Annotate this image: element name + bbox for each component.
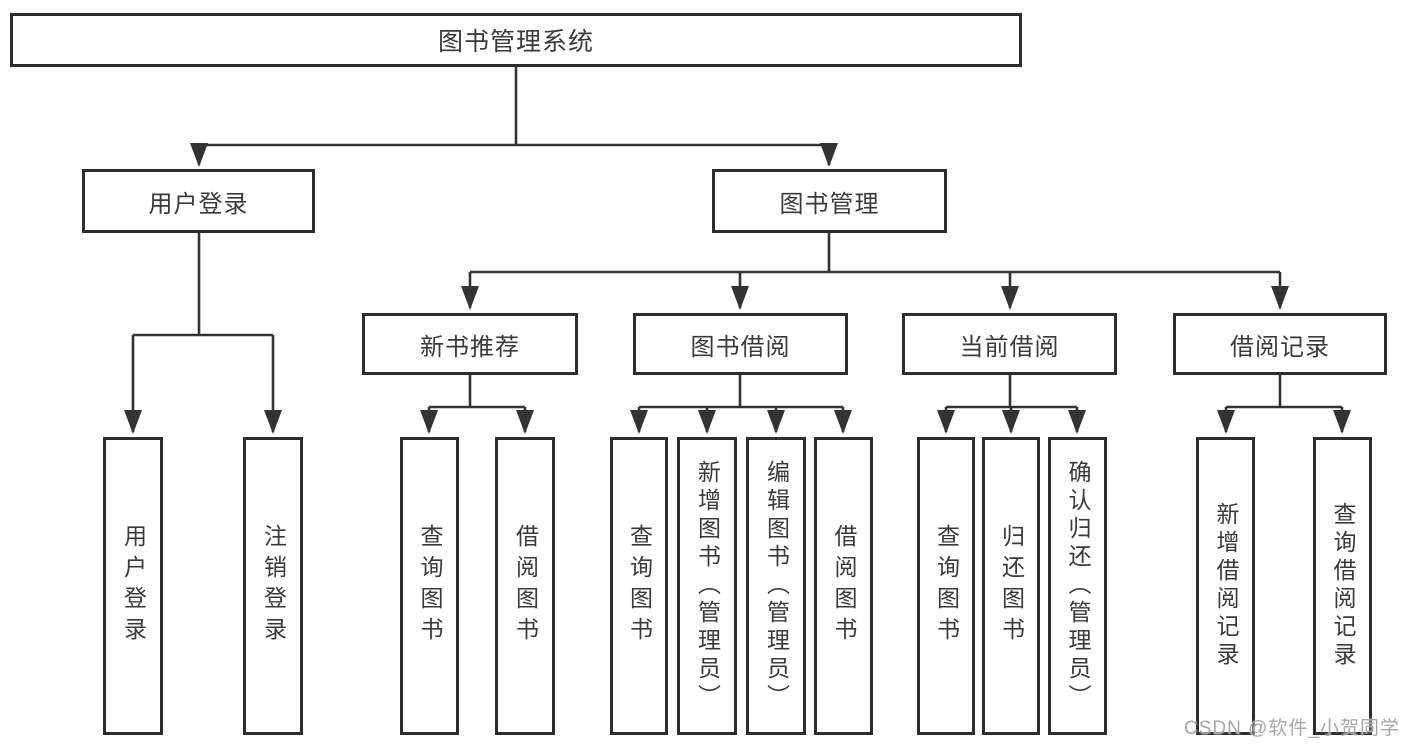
node-label: 新增借阅记录	[1213, 502, 1239, 670]
node-label: 借阅图书	[512, 524, 539, 648]
leaf-query-books-recommend: 查询图书	[400, 437, 459, 735]
node-current-borrow: 当前借阅	[902, 313, 1117, 375]
leaf-confirm-return-admin: 确认归还（管理员）	[1048, 437, 1107, 735]
node-book-management: 图书管理	[712, 169, 947, 233]
leaf-query-books-current: 查询图书	[917, 437, 975, 735]
leaf-user-login: 用户登录	[103, 437, 163, 735]
node-label: 查询图书	[417, 524, 443, 648]
csdn-watermark: CSDN @软件_小贺同学	[1184, 718, 1400, 739]
node-label: 查询图书	[933, 524, 960, 648]
node-label: 编辑图书（管理员）	[763, 460, 790, 712]
leaf-logout: 注销登录	[243, 437, 303, 735]
leaf-add-borrow-record: 新增借阅记录	[1196, 437, 1255, 735]
node-book-borrow: 图书借阅	[633, 313, 848, 375]
leaf-borrow-books: 借阅图书	[814, 437, 873, 735]
node-new-book-recommend: 新书推荐	[362, 313, 578, 375]
leaf-edit-books-admin: 编辑图书（管理员）	[746, 437, 806, 735]
node-borrow-records: 借阅记录	[1173, 313, 1387, 375]
node-label: 确认归还（管理员）	[1065, 460, 1091, 712]
node-label: 新增图书（管理员）	[694, 460, 721, 712]
node-label: 注销登录	[260, 524, 287, 648]
node-root-library-system: 图书管理系统	[10, 13, 1022, 67]
node-label: 用户登录	[120, 524, 147, 648]
leaf-query-borrow-record: 查询借阅记录	[1313, 437, 1372, 735]
node-label: 查询借阅记录	[1330, 502, 1356, 670]
node-user-login: 用户登录	[82, 169, 315, 233]
leaf-borrow-books-recommend: 借阅图书	[495, 437, 555, 735]
node-label: 借阅图书	[831, 524, 857, 648]
leaf-return-books: 归还图书	[982, 437, 1040, 735]
leaf-query-books-borrow: 查询图书	[610, 437, 668, 735]
node-label: 归还图书	[998, 524, 1025, 648]
node-label: 查询图书	[626, 524, 653, 648]
leaf-add-books-admin: 新增图书（管理员）	[677, 437, 737, 735]
